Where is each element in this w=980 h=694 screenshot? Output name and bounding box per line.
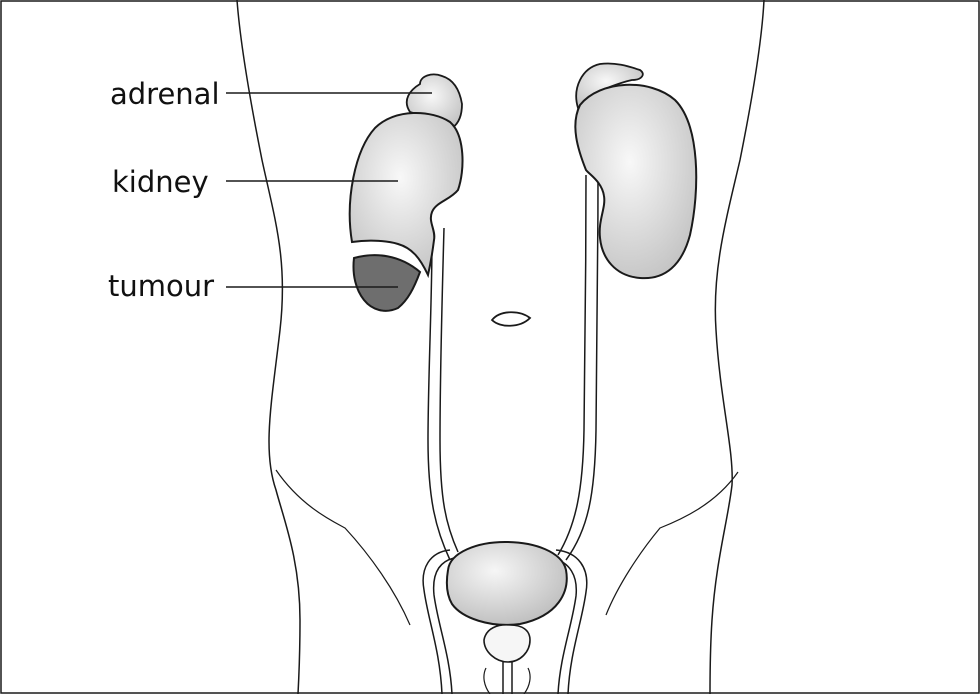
navel <box>492 312 530 326</box>
left-kidney <box>350 113 463 275</box>
kidney-tumour <box>353 255 420 311</box>
torso-left-outline <box>237 0 300 694</box>
tumour-label: tumour <box>108 272 214 301</box>
kidney-label: kidney <box>112 168 209 197</box>
torso-right-outline <box>710 0 764 694</box>
right-hip-line <box>606 472 738 615</box>
adrenal-label: adrenal <box>110 80 220 109</box>
prostate <box>484 625 530 662</box>
right-ureter-inner <box>566 172 598 560</box>
left-ureter-inner <box>440 228 458 552</box>
left-hip-line <box>276 470 410 625</box>
right-kidney <box>575 85 696 278</box>
bladder <box>447 542 567 625</box>
right-ureter-outer <box>558 175 586 555</box>
left-ureter-outer <box>428 240 450 560</box>
pelvic-curve-left <box>484 668 490 694</box>
pelvic-curve-right <box>524 668 530 694</box>
